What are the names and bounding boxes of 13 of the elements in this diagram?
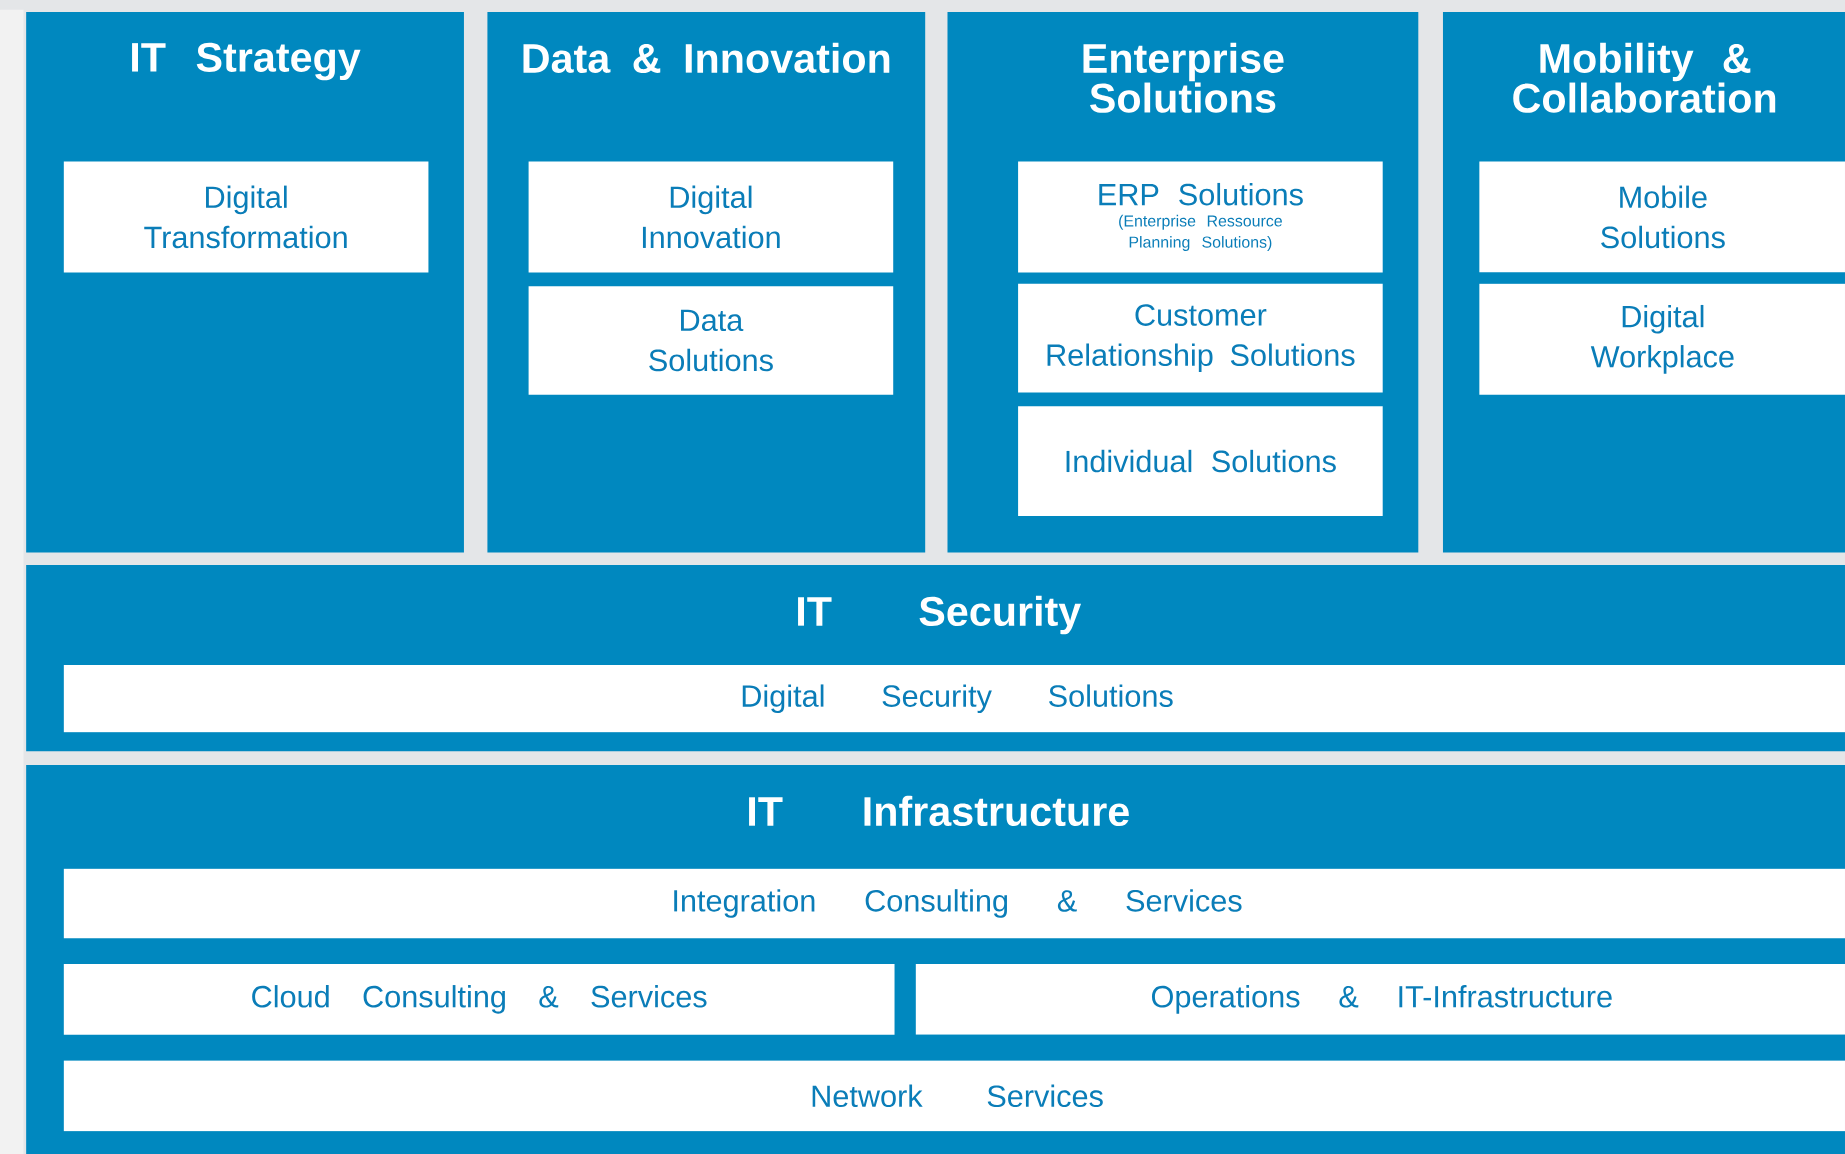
service-box: Operations & IT-Infrastructure — [915, 963, 1845, 1035]
service-box: Mobile Solutions — [1479, 161, 1845, 273]
service-box: Digital Transformation — [63, 161, 429, 273]
service-box: Network Services — [63, 1060, 1845, 1132]
service-box: Data Solutions — [528, 286, 894, 395]
service-box: Digital Security Solutions — [63, 664, 1845, 733]
service-box: Individual Solutions — [1018, 406, 1383, 516]
service-box: Cloud Consulting & Services — [63, 963, 895, 1035]
service-box: ERP Solutions (Enterprise Ressource Planning Solutions) — [1018, 161, 1383, 273]
service-box: Integration Consulting & Services — [63, 868, 1845, 939]
service-box: Digital Innovation — [528, 161, 894, 273]
service-box: Customer Relationship Solutions — [1018, 283, 1383, 393]
service-box: Digital Workplace — [1479, 283, 1845, 395]
